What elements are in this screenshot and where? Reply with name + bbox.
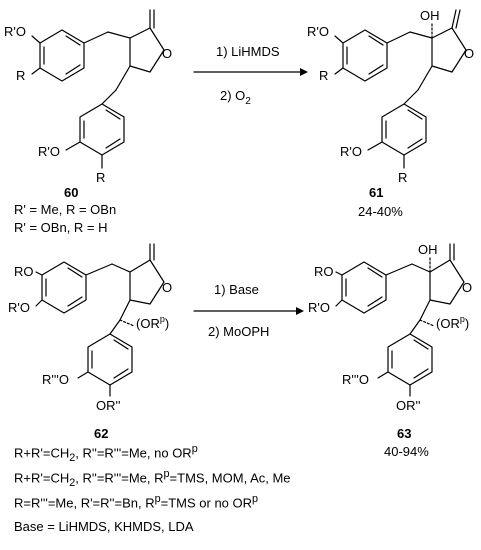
label-62-orp: (ORp) (136, 314, 169, 331)
label-63-or2: OR'' (396, 398, 420, 413)
label-62-ro-prime: R'O (8, 300, 30, 315)
legend-line-3: R=R'''=Me, R'=R''=Bn, Rp=TMS or no ORp (14, 493, 259, 511)
label-60-ro-prime-bottom: R'O (38, 144, 60, 159)
label-62-ro: RO (14, 264, 34, 279)
label-60-r-top: R (16, 68, 25, 83)
compound-number-60: 60 (64, 185, 78, 200)
compound-62-structure (35, 243, 165, 397)
label-61-ro-prime-top: R'O (307, 24, 329, 39)
compound-61-structure (334, 9, 467, 169)
scheme1-condition-2: R' = OBn, R = H (14, 220, 108, 235)
label-63-orp: (ORp) (436, 314, 469, 331)
scheme1-step1: 1) LiHMDS (216, 44, 280, 59)
scheme2-yield: 40-94% (384, 444, 429, 459)
label-63-o-ring: O (462, 280, 472, 295)
label-61-r-bottom: R (398, 170, 407, 185)
label-62-o-ring: O (162, 280, 172, 295)
label-61-r-top: R (319, 68, 328, 83)
compound-63-structure (335, 243, 465, 397)
label-62-or2: OR'' (96, 398, 120, 413)
scheme1-yield: 24-40% (358, 204, 403, 219)
compound-number-62: 62 (94, 426, 108, 441)
scheme2-step2: 2) MoOPH (208, 324, 269, 339)
label-61-o-ring: O (464, 46, 474, 61)
scheme2-step1: 1) Base (214, 282, 259, 297)
label-60-ro-prime-top: R'O (4, 24, 26, 39)
legend-line-2: R+R'=CH2, R''=R'''=Me, Rp=TMS, MOM, Ac, … (14, 468, 291, 489)
label-60-o-ring: O (162, 46, 172, 61)
scheme1-step2: 2) O2 (220, 88, 251, 107)
label-61-ro-prime-bottom: R'O (340, 144, 362, 159)
label-63-oh: OH (418, 242, 438, 257)
legend-line-4: Base = LiHMDS, KHMDS, LDA (14, 519, 194, 534)
label-61-oh: OH (420, 8, 440, 23)
compound-60-structure (31, 9, 165, 169)
label-60-r-bottom: R (96, 170, 105, 185)
compound-number-63: 63 (397, 426, 411, 441)
label-63-r3o: R'''O (342, 372, 369, 387)
reaction-arrow-2-head (296, 307, 304, 315)
compound-number-61: 61 (369, 185, 383, 200)
scheme1-condition-1: R' = Me, R = OBn (14, 202, 116, 217)
label-62-r3o: R'''O (42, 372, 69, 387)
label-63-ro: RO (314, 264, 334, 279)
reaction-arrow-1-head (300, 68, 308, 76)
legend-line-1: R+R'=CH2, R''=R'''=Me, no ORp (14, 443, 198, 464)
label-63-ro-prime: R'O (308, 300, 330, 315)
